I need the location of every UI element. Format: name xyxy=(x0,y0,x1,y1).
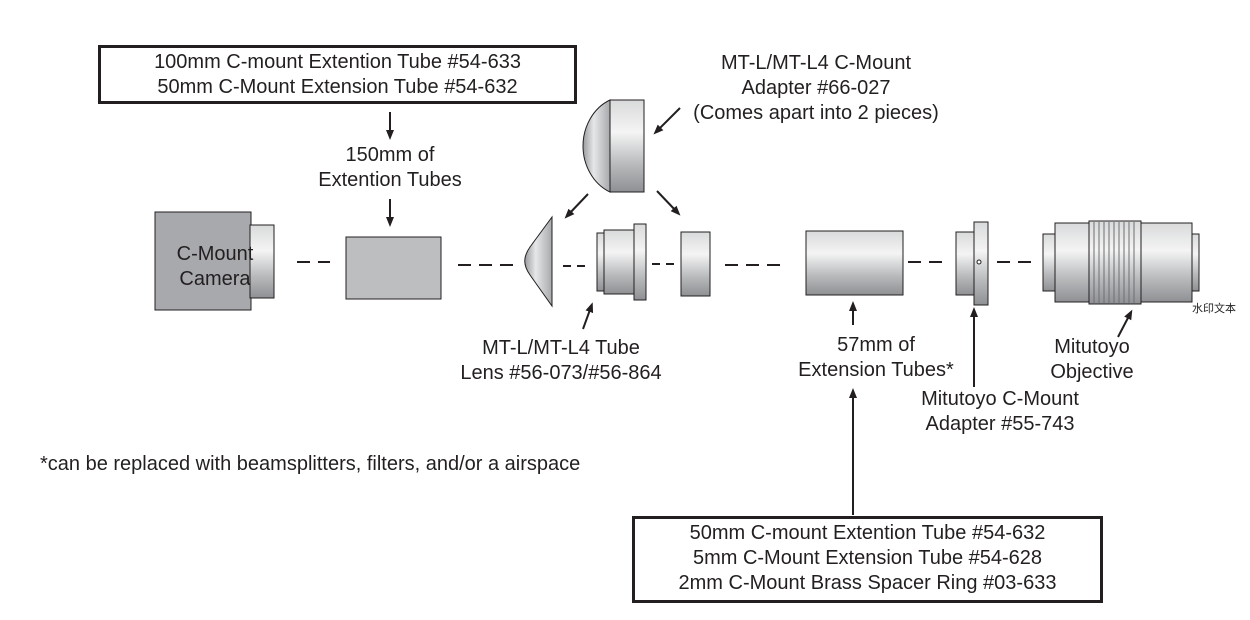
watermark-text: 水印文本 xyxy=(1192,302,1236,315)
bottom-tube-line-3: 2mm C-Mount Brass Spacer Ring #03-633 xyxy=(678,572,1057,594)
extension-150mm-label: 150mm of Extention Tubes xyxy=(312,143,468,193)
adapter-ring-piece-icon xyxy=(680,231,711,297)
top-left-tube-list-box: 100mm C-mount Extention Tube #54-633 50m… xyxy=(98,45,577,104)
tube-lens-barrel-icon xyxy=(596,223,647,301)
camera-label-line-1: C-Mount xyxy=(176,243,254,265)
dashed-connector-lines xyxy=(297,261,1034,267)
mitutoyo-objective-label-line-1: Mitutoyo xyxy=(1054,336,1130,358)
tube-lens-label: MT-L/MT-L4 Tube Lens #56-073/#56-864 xyxy=(440,336,682,386)
top-left-tube-line-1: 100mm C-mount Extention Tube #54-633 xyxy=(154,51,521,73)
mitutoyo-adapter-label: Mitutoyo C-Mount Adapter #55-743 xyxy=(905,387,1095,437)
adapter-label-line-1: MT-L/MT-L4 C-Mount xyxy=(720,52,912,74)
adapter-66-027-label: MT-L/MT-L4 C-Mount Adapter #66-027 (Come… xyxy=(683,51,949,126)
extension-150mm-label-line-1: 150mm of xyxy=(345,144,435,166)
tube-lens-label-line-1: MT-L/MT-L4 Tube xyxy=(482,337,640,359)
footnote: *can be replaced with beamsplitters, fil… xyxy=(40,453,581,475)
bottom-tube-list-box: 50mm C-mount Extention Tube #54-632 5mm … xyxy=(632,516,1103,603)
annotation-arrows xyxy=(386,107,1133,515)
mitutoyo-objective-label: Mitutoyo Objective xyxy=(1032,335,1152,385)
adapter-label-line-2: Adapter #66-027 xyxy=(741,77,891,99)
c-mount-camera-icon xyxy=(154,211,275,311)
bottom-tube-line-1: 50mm C-mount Extention Tube #54-632 xyxy=(689,522,1046,544)
tube-lens-dome-icon xyxy=(524,215,553,308)
camera-label-line-2: Camera xyxy=(179,268,251,290)
mitutoyo-objective-label-line-2: Objective xyxy=(1050,361,1134,383)
extension-150mm-label-line-2: Extention Tubes xyxy=(318,169,462,191)
tube-lens-label-line-2: Lens #56-073/#56-864 xyxy=(460,362,662,384)
top-left-tube-line-2: 50mm C-Mount Extension Tube #54-632 xyxy=(157,76,518,98)
extension-tube-150mm-icon xyxy=(345,236,442,300)
mitutoyo-objective-icon xyxy=(1042,220,1200,305)
camera-label: C-Mount Camera xyxy=(160,242,270,292)
mitutoyo-c-mount-adapter-icon xyxy=(955,221,989,306)
extension-57mm-label: 57mm of Extension Tubes* xyxy=(788,333,964,383)
extension-57mm-label-line-1: 57mm of xyxy=(837,334,915,356)
bottom-tube-line-2: 5mm C-Mount Extension Tube #54-628 xyxy=(692,547,1043,569)
mt-l-c-mount-adapter-icon xyxy=(582,99,645,193)
extension-57mm-label-line-2: Extension Tubes* xyxy=(798,359,954,381)
extension-tube-57mm-icon xyxy=(805,230,904,296)
adapter-label-line-3: (Comes apart into 2 pieces) xyxy=(693,102,939,124)
mitutoyo-adapter-label-line-2: Adapter #55-743 xyxy=(925,413,1075,435)
mitutoyo-adapter-label-line-1: Mitutoyo C-Mount xyxy=(921,388,1079,410)
